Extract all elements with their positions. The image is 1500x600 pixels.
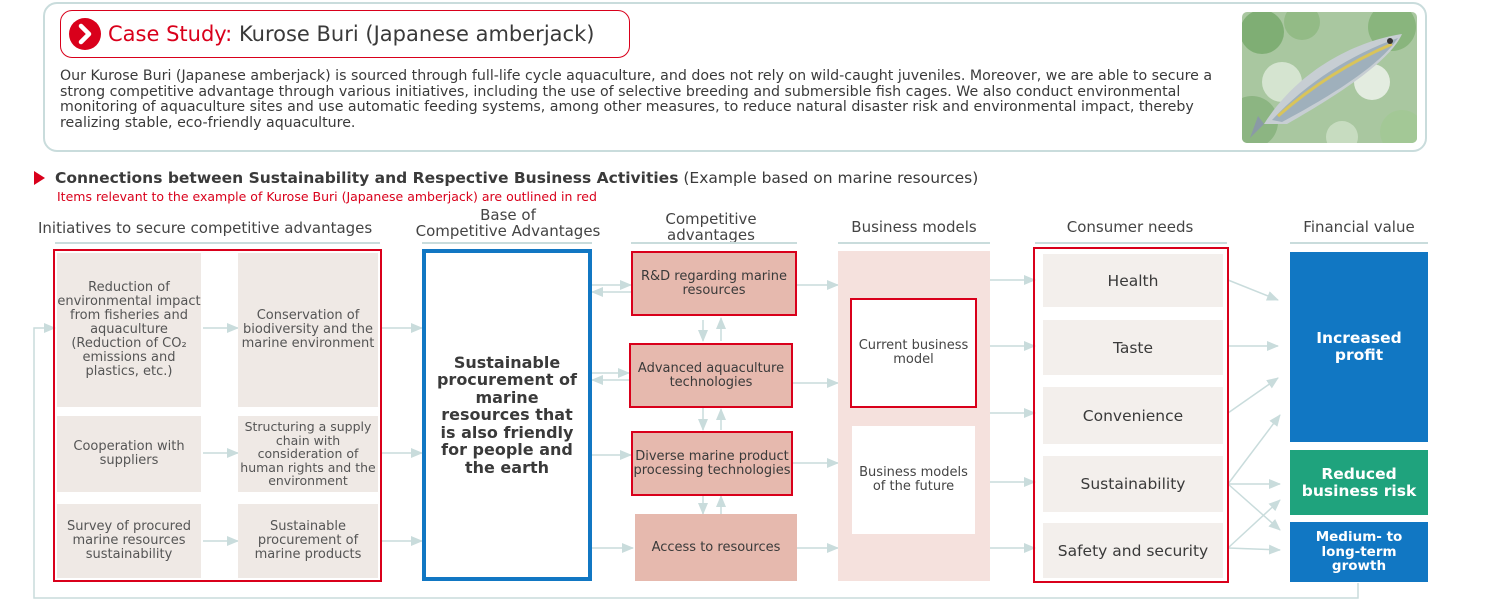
need-health: Health [1043,254,1223,307]
initiative-sustainable-procurement: Sustainable procurement of marine produc… [238,504,378,578]
connections-title-main: Connections between Sustainability and R… [55,169,679,187]
section-arrow-icon [34,171,45,185]
business-current: Current business model [850,298,977,408]
case-study-panel [43,2,1427,152]
need-taste: Taste [1043,320,1223,375]
initiative-conservation: Conservation of biodiversity and the mar… [238,253,378,407]
needs-outline [1033,247,1229,583]
col-underline-base [422,242,592,244]
initiative-cooperation: Cooperation with suppliers [57,416,201,492]
col-header-needs: Consumer needs [1066,218,1194,236]
competitive-processing: Diverse marine product processing techno… [631,431,793,496]
financial-profit: Increased profit [1290,252,1428,442]
col-underline-needs [1035,242,1227,244]
col-underline-business [838,242,990,244]
need-convenience: Convenience [1043,387,1223,444]
col-header-competitive-line1: Competitive [665,210,757,228]
amberjack-photo [1242,12,1417,143]
col-header-business: Business models [851,218,977,236]
col-underline-financial [1290,242,1428,244]
case-study-label: Case Study: [108,22,233,46]
chevron-right-icon [69,18,101,50]
competitive-rd: R&D regarding marine resources [631,251,797,316]
need-sustainability: Sustainability [1043,456,1223,512]
competitive-aquaculture: Advanced aquaculture technologies [629,343,793,408]
col-header-competitive-line2: advantages [667,225,755,244]
initiative-survey: Survey of procured marine resources sust… [57,504,201,578]
connections-title-note: (Example based on marine resources) [683,169,979,187]
case-study-title: Case Study: Kurose Buri (Japanese amberj… [108,20,594,48]
case-study-title-box [60,10,630,58]
col-header-initiatives: Initiatives to secure competitive advant… [38,219,373,237]
initiative-supply-chain: Structuring a supply chain with consider… [238,416,378,492]
business-future: Business models of the future [852,426,975,534]
col-header-base-line2: Competitive Advantages [415,221,601,240]
case-study-name: Kurose Buri (Japanese amberjack) [238,22,595,46]
base-box: Sustainable procurement of marine resour… [422,249,592,581]
need-safety: Safety and security [1043,523,1223,578]
initiatives-outline [53,249,382,582]
connections-title: Connections between Sustainability and R… [55,169,978,188]
competitive-access: Access to resources [635,514,797,581]
initiative-reduction: Reduction of environmental impact from f… [57,253,201,407]
col-underline-competitive [631,242,797,244]
financial-risk: Reduced business risk [1290,450,1428,515]
financial-growth: Medium- to long-term growth [1290,522,1428,582]
case-study-body: Our Kurose Buri (Japanese amberjack) is … [60,68,1213,131]
connections-subtitle: Items relevant to the example of Kurose … [57,189,597,204]
col-underline-initiatives [55,242,380,244]
col-header-base-line1: Base of [480,206,536,224]
col-header-financial: Financial value [1303,218,1415,236]
